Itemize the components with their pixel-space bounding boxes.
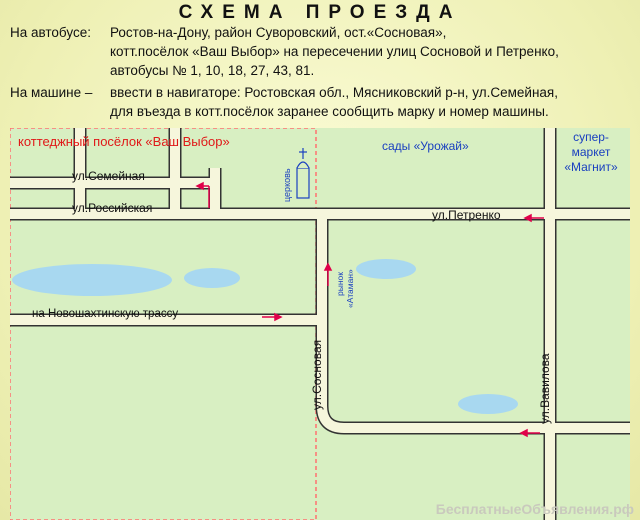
supermarket-label-line3: «Магнит» (564, 160, 618, 174)
street-semeynaya-label: ул.Семейная (72, 169, 145, 183)
bus-line: Ростов-на-Дону, район Суворовский, ост.«… (110, 25, 447, 40)
direction-arrow-icon (323, 262, 333, 286)
supermarket-label-line2: маркет (572, 145, 611, 159)
direction-arrows (195, 181, 544, 438)
direction-arrow-icon (519, 428, 540, 438)
street-sosnovaya-label: ул.Сосновая (310, 340, 324, 410)
car-line: ввести в навигаторе: Ростовская обл., Мя… (110, 85, 558, 100)
church-label: церковь (282, 168, 292, 202)
market-label-line2: «Атаман» (345, 269, 355, 308)
street-rossiyskaya-label: ул.Российская (72, 201, 152, 215)
church-icon (296, 148, 310, 199)
car-line: для въезда в котт.посёлок заранее сообщи… (110, 104, 549, 119)
pond (184, 268, 240, 288)
street-novoshakhtinsk-label: на Новошахтинскую трассу (32, 308, 178, 320)
direction-arrow-icon (195, 181, 210, 208)
direction-arrow-icon (523, 213, 544, 223)
bus-line: автобусы № 1, 10, 18, 27, 43, 81. (110, 63, 315, 78)
car-directions: На машине – ввести в навигаторе: Ростовс… (10, 84, 635, 122)
cottage-village-label: коттеджный посёлок «Ваш Выбор» (18, 134, 230, 149)
bus-line: котт.посёлок «Ваш Выбор» на пересечении … (110, 44, 559, 59)
road-fills (10, 128, 630, 520)
market-label-line1: рынок (335, 272, 345, 296)
pond (356, 259, 416, 279)
route-map[interactable]: коттеджный посёлок «Ваш Выбор» сады «Уро… (10, 128, 630, 520)
supermarket-label-line1: супер- (573, 130, 609, 144)
street-vavilova-label: ул.Вавилова (538, 353, 552, 424)
bus-directions: На автобусе: Ростов-на-Дону, район Сувор… (10, 24, 635, 80)
page-title: СХЕМА ПРОЕЗДА (178, 2, 462, 23)
pond (12, 264, 172, 296)
gardens-label: сады «Урожай» (382, 139, 469, 153)
street-petrenko-label: ул.Петренко (432, 208, 501, 222)
car-label: На машине – (10, 85, 93, 100)
map-canvas: коттеджный посёлок «Ваш Выбор» сады «Уро… (10, 128, 630, 520)
direction-arrow-icon (262, 312, 283, 322)
watermark: БесплатныеОбъявления.рф (435, 501, 634, 517)
bus-label: На автобусе: (10, 25, 91, 40)
pond (458, 394, 518, 414)
